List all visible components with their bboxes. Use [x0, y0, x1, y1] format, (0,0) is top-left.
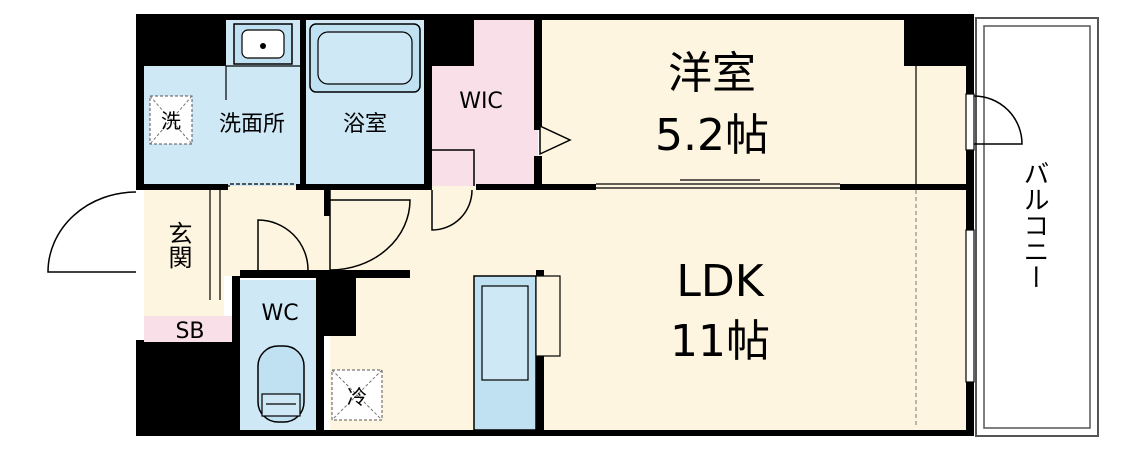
- sb-label: SB: [175, 319, 204, 344]
- bedroom-label: 洋室: [668, 48, 756, 99]
- ldk-area: [330, 186, 970, 430]
- washroom-label: 洗面所: [219, 112, 285, 137]
- bedroom-details: [596, 66, 1023, 189]
- kitchen-counter: [473, 275, 561, 431]
- ldk-details: [915, 190, 975, 428]
- ldk-label: LDK: [676, 256, 764, 307]
- hall-doors: [209, 190, 411, 300]
- bath-label: 浴室: [343, 112, 387, 137]
- entrance-area: [144, 186, 224, 316]
- bedroom-size: 5.2帖: [655, 110, 769, 161]
- fridge-space: [331, 369, 383, 421]
- entrance-label: 玄関: [164, 221, 192, 269]
- walls: [136, 14, 974, 436]
- toilet: [257, 345, 305, 423]
- washer-icon-label: 洗: [161, 109, 181, 133]
- ldk-size: 11帖: [670, 316, 770, 367]
- wic-fixtures: [431, 124, 572, 231]
- bathtub: [309, 23, 421, 93]
- balcony: [975, 17, 1099, 437]
- wc-label: WC: [261, 301, 298, 326]
- wash-basin: [233, 23, 293, 65]
- washer-space: [149, 95, 193, 145]
- entrance-door: [47, 191, 137, 273]
- fridge-label: 冷: [347, 385, 367, 409]
- wic-label: WIC: [459, 89, 503, 114]
- sb-area: [144, 316, 234, 342]
- washroom-details: [144, 65, 304, 187]
- balcony-label: バルコニー: [1019, 160, 1049, 290]
- bedroom-area: [540, 18, 970, 186]
